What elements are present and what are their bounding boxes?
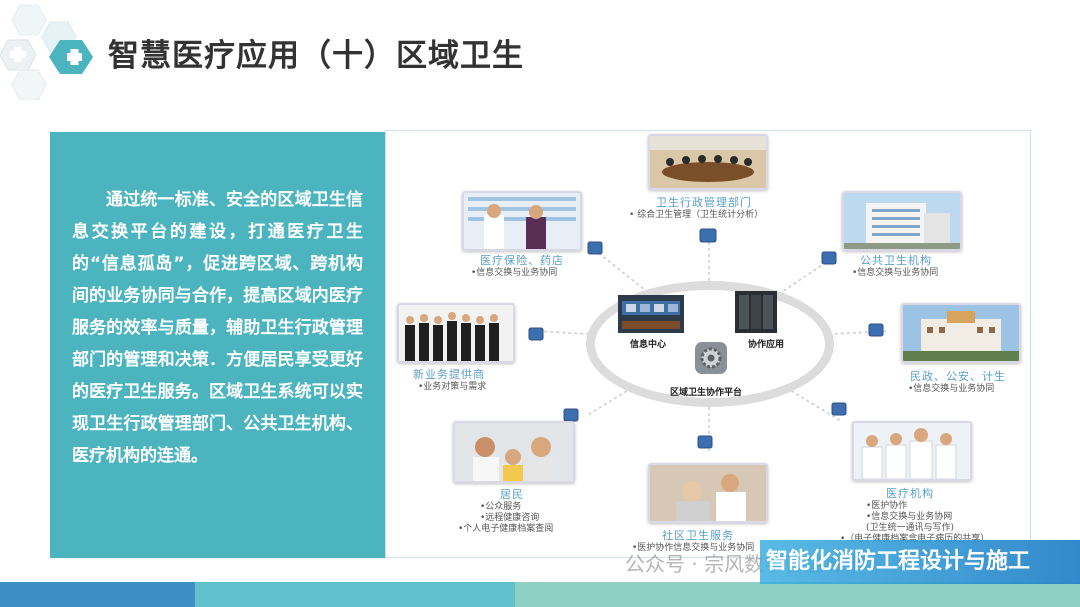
node-admin-desc: • 综合卫生管理（卫生统计分析） — [629, 210, 764, 220]
family-photo — [453, 421, 575, 483]
page-title: 智慧医疗应用（十）区域卫生 — [108, 38, 524, 74]
server-icon — [563, 408, 579, 422]
node-resident-title: 居民 — [500, 488, 524, 501]
node-hospital-desc: •医护协作 •信息交换与业务协网 (卫生统一通讯与写作) •（电子健康档案盒电子… — [840, 501, 990, 544]
node-community-desc: •医护协作信息交换与业务协同 — [632, 543, 755, 553]
collab-app-label: 协作应用 — [748, 340, 785, 350]
ribbon-banner: 智能化消防工程设计与施工 — [760, 540, 1080, 584]
node-hospital-title: 医疗机构 — [886, 487, 934, 500]
server-icon — [821, 251, 837, 265]
node-provider-desc: •业务对策与需求 — [418, 382, 487, 392]
node-insurance-desc: •信息交换与业务协同 — [471, 268, 558, 278]
server-icon — [868, 323, 884, 337]
node-insurance-title: 医疗保险、药店 — [480, 254, 564, 267]
regional-health-diagram: 信息中心 协作应用 区域卫生协作平台 卫生行政管理部门 • 综合卫生管理（卫生统… — [385, 130, 1031, 558]
node-provider-title: 新业务提供商 — [413, 368, 485, 381]
description-panel: 通过统一标准、安全的区域卫生信息交换平台的建设，打通医疗卫生的“信息孤岛”，促进… — [50, 132, 385, 558]
server-icon — [699, 228, 717, 243]
node-admin-title: 卫生行政管理部门 — [656, 196, 752, 209]
server-rack-photo — [735, 291, 777, 333]
doctor-elderly-photo — [648, 463, 768, 523]
hexagon-cross-logo — [0, 4, 93, 100]
control-room-photo — [618, 295, 684, 333]
government-building-photo — [901, 303, 1021, 363]
node-civil-title: 民政、公安、计生 — [910, 370, 1006, 383]
node-community-title: 社区卫生服务 — [662, 529, 734, 542]
medical-staff-photo — [852, 421, 972, 481]
server-icon — [831, 402, 847, 416]
node-public-title: 公共卫生机构 — [860, 254, 932, 267]
footer-strip — [0, 582, 1080, 607]
gear-icon — [695, 342, 727, 374]
node-civil-desc: •信息交换与业务协同 — [908, 384, 995, 394]
description-text: 通过统一标准、安全的区域卫生信息交换平台的建设，打通医疗卫生的“信息孤岛”，促进… — [72, 190, 363, 466]
server-icon — [528, 327, 544, 341]
platform-label: 区域卫生协作平台 — [670, 388, 743, 398]
server-icon — [587, 241, 603, 255]
meeting-room-photo — [648, 134, 768, 190]
server-icon — [697, 435, 713, 449]
info-center-label: 信息中心 — [630, 340, 667, 350]
business-people-photo — [397, 303, 515, 363]
pharmacy-photo — [462, 191, 582, 251]
node-public-desc: •信息交换与业务协同 — [852, 268, 939, 278]
node-resident-desc: •公众服务 •远程健康咨询 •个人电子健康档案查阅 — [458, 502, 554, 534]
hospital-building-photo — [842, 191, 962, 251]
